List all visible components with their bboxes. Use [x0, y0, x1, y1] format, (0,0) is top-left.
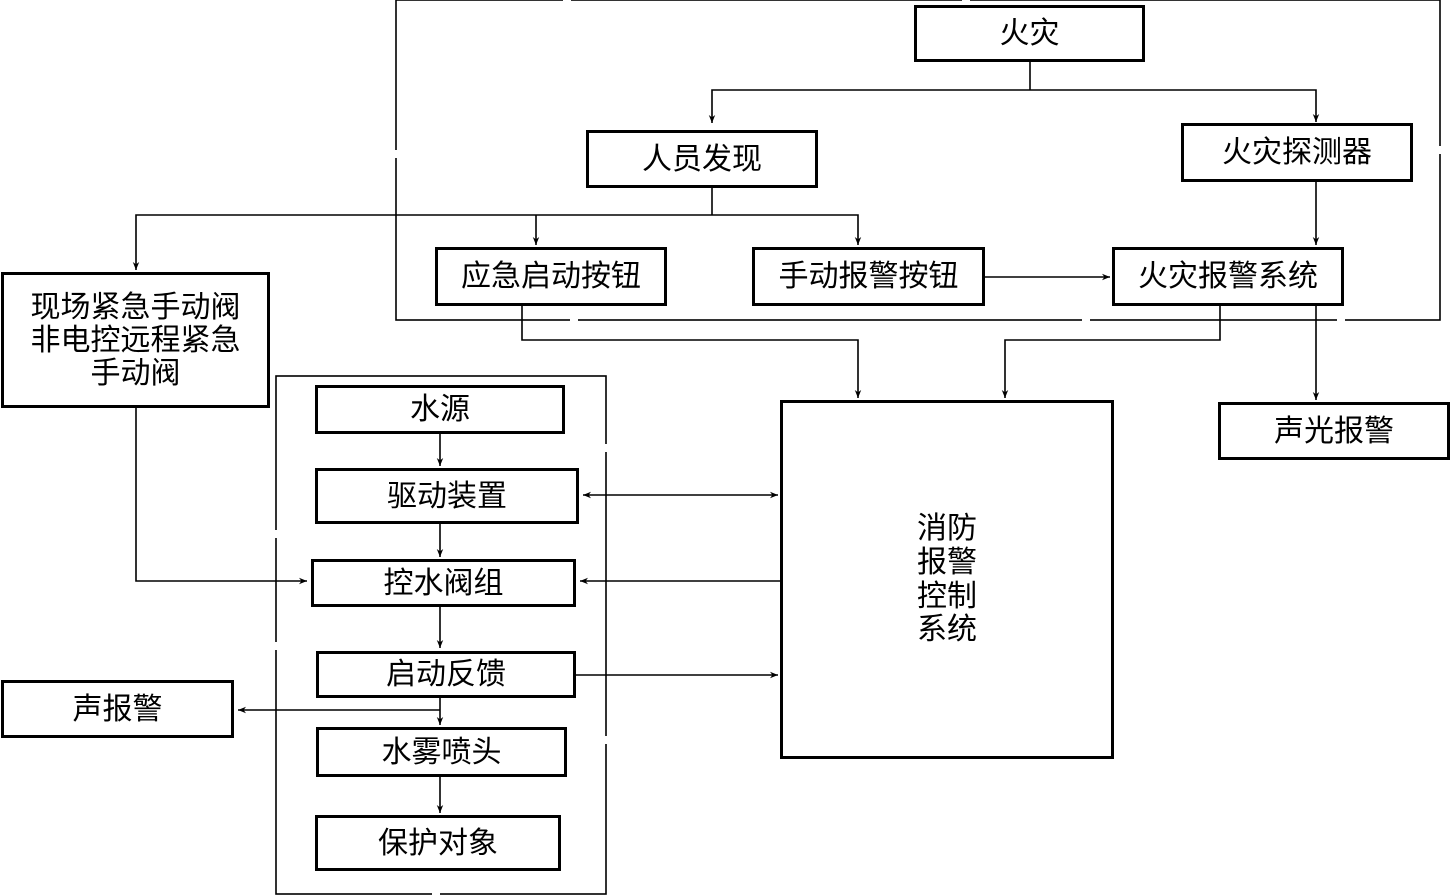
- emergency-start-button-label: 应急启动按钮: [461, 259, 641, 294]
- control-valve-group-label: 控水阀组: [383, 565, 504, 601]
- water-source-label: 水源: [410, 392, 470, 427]
- water-mist-nozzle-node: 水雾喷头: [316, 727, 567, 777]
- manual-valve-line-3: 手动阀: [90, 355, 181, 391]
- water-mist-nozzle-label: 水雾喷头: [381, 734, 502, 770]
- detection-boundary: [395, 0, 1441, 321]
- start-feedback-node: 启动反馈: [316, 651, 576, 698]
- fire-alarm-system-label: 火灾报警系统: [1138, 259, 1318, 294]
- manual-valve-line-2: 非电控远程紧急: [30, 322, 241, 358]
- protected-object-node: 保护对象: [315, 815, 561, 871]
- fire-alarm-system-node: 火灾报警系统: [1112, 247, 1344, 306]
- connector-to-person: [708, 89, 1030, 123]
- drive-device-label: 驱动装置: [387, 478, 507, 514]
- connector-to-detector: [1030, 89, 1320, 122]
- detector-node: 火灾探测器: [1181, 123, 1413, 182]
- start-feedback-label: 启动反馈: [386, 657, 506, 692]
- connector-to-manual-alarm: [712, 214, 862, 245]
- sound-light-alarm-node: 声光报警: [1218, 402, 1450, 460]
- water-source-node: 水源: [315, 385, 565, 434]
- control-valve-group-node: 控水阀组: [311, 559, 576, 607]
- manual-valve-node: 现场紧急手动阀 非电控远程紧急 手动阀: [1, 272, 270, 408]
- connector-emergency-control: [521, 306, 862, 398]
- control-system-line-3: 控制: [917, 578, 977, 614]
- manual-valve-line-1: 现场紧急手动阀: [30, 289, 241, 325]
- detector-label: 火灾探测器: [1222, 135, 1372, 170]
- control-system-line-2: 报警: [917, 544, 977, 580]
- manual-alarm-button-node: 手动报警按钮: [752, 247, 985, 306]
- person-found-label: 人员发现: [642, 141, 762, 177]
- water-mist-boundary: [275, 375, 607, 895]
- connector-alarm-control: [1001, 306, 1221, 398]
- sound-alarm-label: 声报警: [72, 691, 163, 727]
- control-system-line-4: 系统: [917, 612, 977, 648]
- fire-label: 火灾: [999, 16, 1060, 51]
- fire-alarm-control-system-node: 消防 报警 控制 系统: [780, 400, 1114, 759]
- connector-to-manual-valve: [132, 214, 712, 270]
- person-found-node: 人员发现: [586, 130, 818, 188]
- drive-device-node: 驱动装置: [315, 468, 579, 524]
- connector-manual-valve-to-valve: [135, 406, 307, 585]
- fire-node: 火灾: [914, 5, 1145, 62]
- sound-light-alarm-label: 声光报警: [1274, 413, 1394, 449]
- protected-object-label: 保护对象: [378, 825, 498, 861]
- manual-alarm-button-label: 手动报警按钮: [778, 259, 959, 294]
- emergency-start-button-node: 应急启动按钮: [435, 247, 667, 306]
- sound-alarm-node: 声报警: [1, 680, 234, 738]
- control-system-line-1: 消防: [917, 511, 977, 547]
